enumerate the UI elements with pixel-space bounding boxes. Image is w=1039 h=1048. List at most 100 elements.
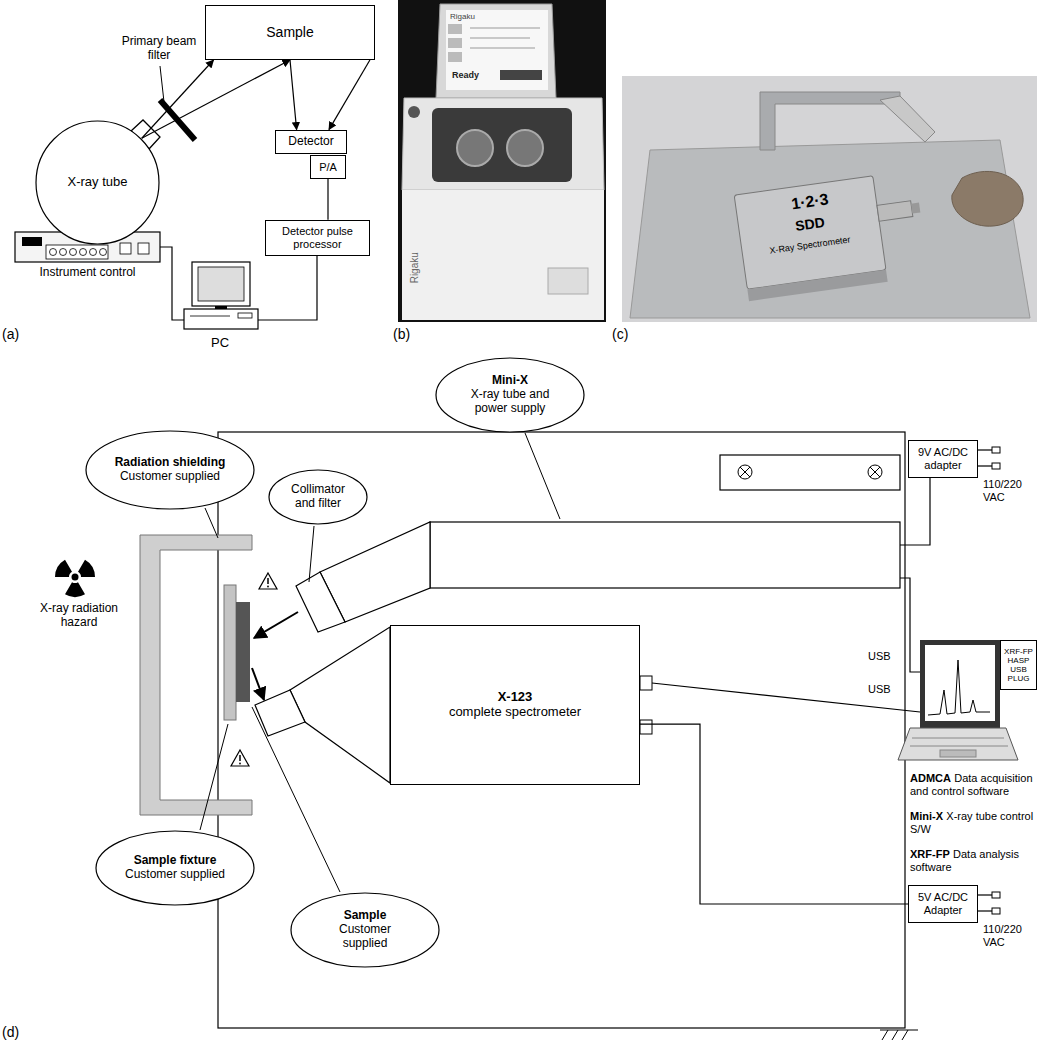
instrument-control-panel xyxy=(80,249,87,256)
radiation-shielding xyxy=(140,535,252,815)
connector xyxy=(142,60,290,138)
node-text: XRF-FP HASP USB PLUG xyxy=(1004,647,1034,684)
cable xyxy=(900,578,920,672)
sample-box: Sample xyxy=(205,5,375,60)
radiation-shielding xyxy=(140,535,252,815)
power-plug xyxy=(978,894,992,895)
spectrometer-photo xyxy=(734,170,929,301)
mounting-plate xyxy=(720,455,900,490)
spectrometer-photo xyxy=(630,140,1030,318)
node-text: Customer supplied xyxy=(113,470,227,484)
sample-fixture xyxy=(224,585,236,720)
part-label: PC xyxy=(211,335,229,350)
label-holder: USB xyxy=(868,683,891,696)
power-plug xyxy=(978,465,992,466)
x-123-body xyxy=(640,676,652,690)
laptop xyxy=(940,750,976,757)
laptop xyxy=(925,645,995,721)
software-name: XRF-FP xyxy=(910,848,950,860)
instrument-photo xyxy=(470,28,540,29)
node-text-block: Detector xyxy=(281,135,342,149)
node-heading: X-123 xyxy=(396,690,635,705)
node-text-block: Mini-XX-ray tube and power supply xyxy=(460,374,560,415)
warning-triangle xyxy=(231,573,277,766)
pc-computer xyxy=(184,262,258,329)
panel-letter: (c) xyxy=(612,326,628,342)
panel-letter: (b) xyxy=(393,326,410,342)
label-holder: PC xyxy=(190,336,250,351)
part-label: Instrument control xyxy=(39,265,135,279)
radiation-symbol xyxy=(65,582,85,597)
instrument-photo xyxy=(436,4,556,98)
instrument-photo xyxy=(432,108,572,182)
instrument-photo xyxy=(448,24,462,34)
adapter-box: 9V AC/DC adapter xyxy=(908,440,978,478)
label-holder: SDD xyxy=(749,208,870,241)
housing-frame xyxy=(218,432,905,1028)
label-group: XRF-FPData analysis software xyxy=(910,848,1035,873)
panel-letter: (a) xyxy=(2,326,19,342)
shape-outline xyxy=(291,893,439,967)
instrument-photo xyxy=(446,10,548,90)
radiation-symbol xyxy=(72,574,79,581)
instrument-control-panel xyxy=(90,249,97,256)
mini-x-tube xyxy=(296,522,900,632)
sample-fixture xyxy=(224,585,236,720)
pc-computer xyxy=(184,309,258,329)
software-name: Mini-X xyxy=(910,810,943,822)
spectrometer-photo xyxy=(952,171,1023,226)
cable xyxy=(652,478,930,712)
shape-outline xyxy=(436,358,584,432)
dongle-box: XRF-FP HASP USB PLUG xyxy=(1000,640,1037,690)
warning-triangle xyxy=(267,578,269,584)
node-text-block: P/A xyxy=(316,161,341,174)
laptop xyxy=(920,640,1000,728)
mounting-plate xyxy=(870,467,880,477)
warning-triangle xyxy=(239,763,241,765)
port-label: USB xyxy=(868,650,891,662)
shape-outline xyxy=(96,831,254,905)
power-plug xyxy=(992,447,1000,453)
node-text: 5V AC/DC Adapter xyxy=(914,891,973,916)
detector-box: Detector xyxy=(275,130,347,155)
label-holder: 110/220 VAC xyxy=(983,923,1035,948)
instrument-control-panel xyxy=(138,243,149,254)
node-text: Customer supplied xyxy=(121,868,228,882)
spectrometer-photo xyxy=(880,96,935,142)
label-holder: (d) xyxy=(2,1024,19,1040)
radiation-symbol xyxy=(55,560,72,577)
label-holder: X-ray radiation hazard xyxy=(38,602,120,630)
node-text-block: Radiation shieldingCustomer supplied xyxy=(113,456,227,484)
instrument-control-panel xyxy=(120,243,131,254)
ground-symbol xyxy=(880,1029,918,1030)
node-heading: Radiation shielding xyxy=(113,456,227,470)
wire xyxy=(258,250,317,320)
instrument-photo xyxy=(402,190,604,320)
laptop xyxy=(898,728,1018,760)
node-text-block: 5V AC/DC Adapter xyxy=(914,891,973,916)
product-logo: SDD xyxy=(794,214,826,234)
connector xyxy=(142,60,214,138)
node-text-block: Sample xyxy=(211,24,370,40)
instrument-control-panel xyxy=(22,237,42,246)
spectrometer-photo xyxy=(760,92,900,150)
preamp-box: P/A xyxy=(310,155,346,179)
node-text: Collimator and filter xyxy=(286,483,350,511)
instrument-control-panel xyxy=(70,249,77,256)
hazard-label: X-ray radiation hazard xyxy=(40,601,118,629)
node-text: X-ray tube and power supply xyxy=(460,388,560,416)
instrument-photo xyxy=(408,106,420,118)
callout-ellipse: Sample fixtureCustomer supplied xyxy=(95,830,255,906)
connector xyxy=(327,179,328,220)
leader-line xyxy=(205,508,218,538)
instrument-control-panel xyxy=(46,245,108,259)
leader-line xyxy=(525,433,560,519)
power-plug xyxy=(978,910,992,911)
pulse-processor-box: Detector pulse processor xyxy=(265,220,370,256)
instrument-photo xyxy=(500,70,542,80)
mini-x-tube xyxy=(296,572,345,632)
cable xyxy=(900,478,930,545)
warning-triangle xyxy=(239,755,241,761)
software-name: ADMCA xyxy=(910,772,951,784)
